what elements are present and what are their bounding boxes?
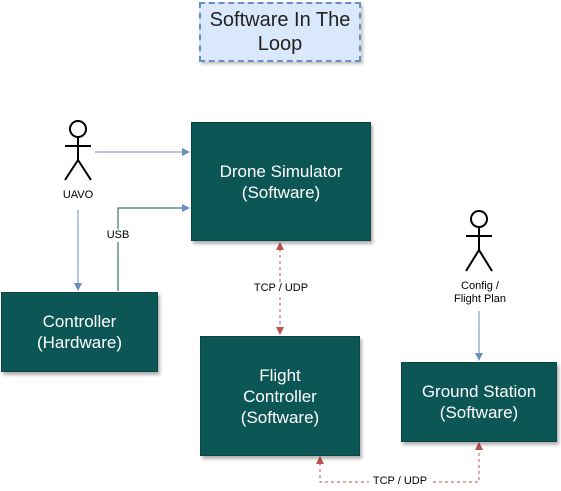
ground-station-box[interactable]: Ground Station (Software) — [401, 362, 557, 442]
flight-controller-box[interactable]: Flight Controller (Software) — [200, 336, 360, 456]
uavo-label: UAVO — [58, 189, 98, 202]
drone-simulator-box[interactable]: Drone Simulator (Software) — [191, 122, 371, 241]
uavo-actor-icon — [64, 120, 92, 181]
usb-connection-arrow — [117, 204, 190, 291]
controller-box[interactable]: Controller (Hardware) — [1, 292, 158, 372]
usb-label: USB — [104, 229, 132, 242]
tcp-udp-label-top: TCP / UDP — [250, 282, 312, 295]
config-actor-icon — [465, 210, 493, 272]
config-flight-plan-label: Config / Flight Plan — [445, 280, 515, 306]
tcp-udp-label-bottom: TCP / UDP — [369, 475, 431, 488]
diagram-title: Software In The Loop — [199, 2, 361, 62]
